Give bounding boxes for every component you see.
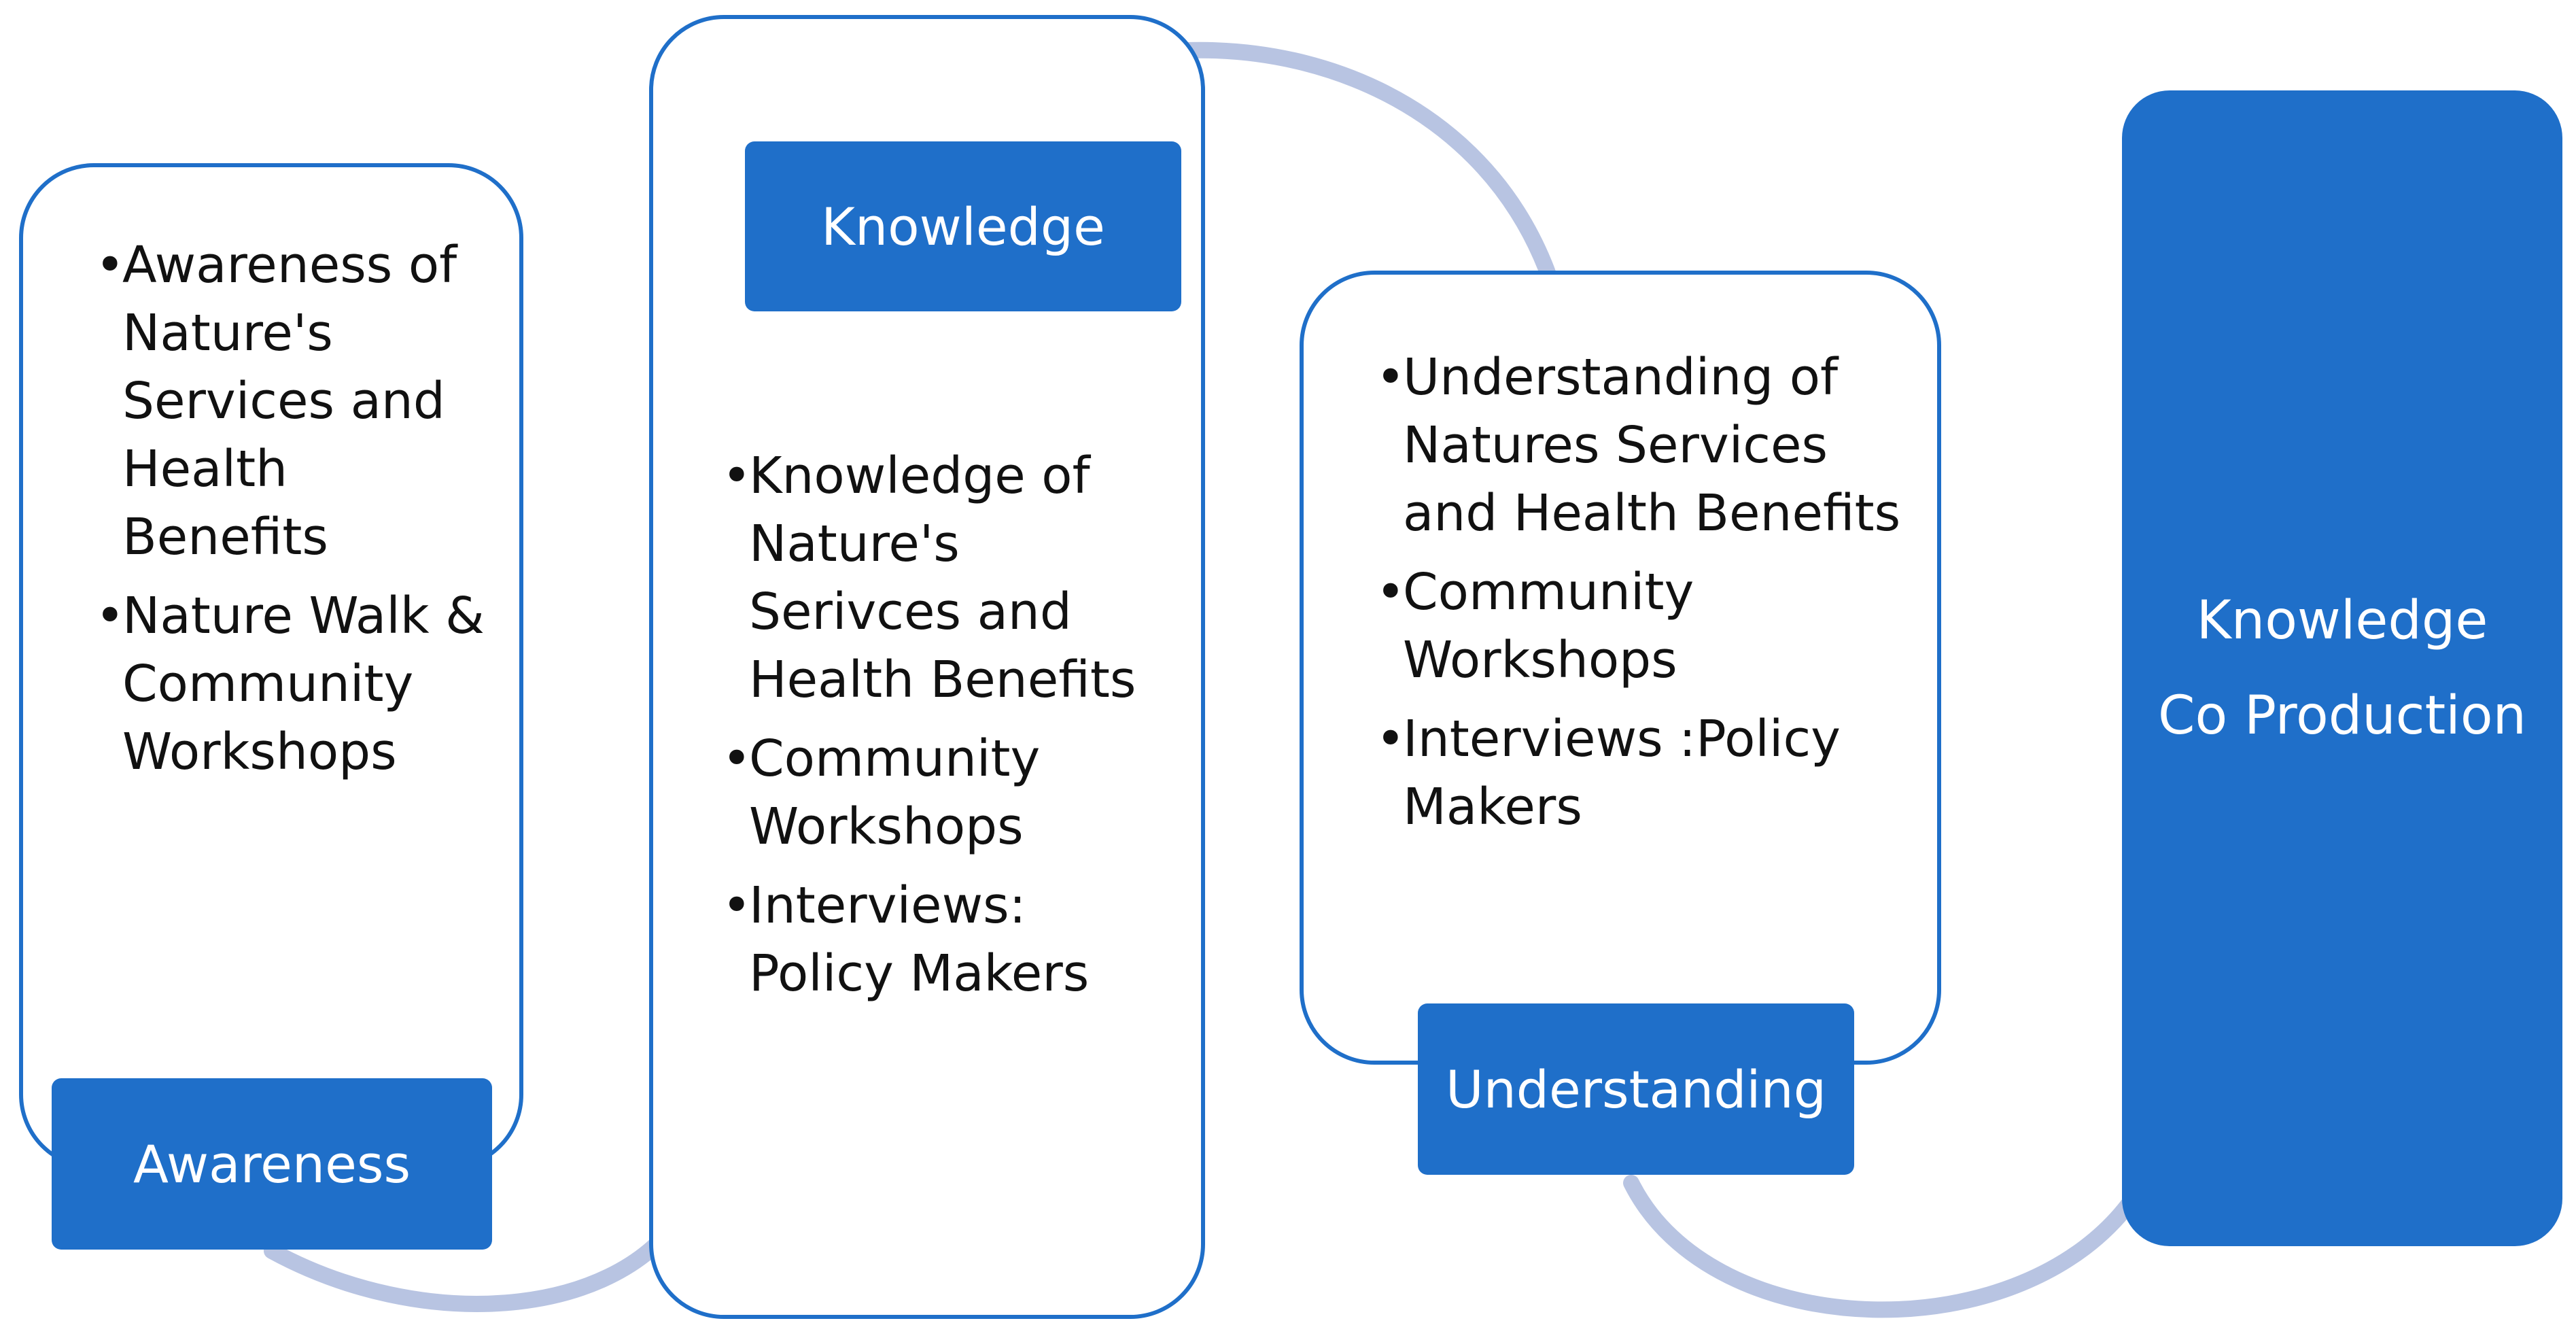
awareness-bullet-list: Awareness of Nature's Services and Healt… [95,231,503,797]
understanding-item: Interviews :Policy Makers [1376,705,1919,841]
outcome-line-1: Knowledge [2196,590,2488,651]
awareness-item: Awareness of Nature's Services and Healt… [95,231,503,571]
understanding-bullet-list: Understanding of Natures Services and He… [1376,343,1919,852]
stage-label-awareness: Awareness [52,1078,492,1250]
arc-awareness-knowledge [264,1209,688,1312]
stage-label-knowledge: Knowledge [745,141,1181,311]
stage-label-understanding: Understanding [1418,1003,1854,1175]
outcome-line-2: Co Production [2158,685,2526,746]
knowledge-item: Knowledge of Nature's Serivces and Healt… [722,442,1184,714]
outcome-box: Knowledge Co Production [2122,90,2562,1246]
understanding-item: Community Workshops [1376,558,1919,694]
knowledge-item: Interviews: Policy Makers [722,872,1184,1008]
knowledge-bullet-list: Knowledge of Nature's Serivces and Healt… [722,442,1184,1018]
knowledge-item: Community Workshops [722,725,1184,861]
awareness-item: Nature Walk & Community Workshops [95,582,503,786]
arc-understanding-outcome [1623,1175,2142,1318]
understanding-item: Understanding of Natures Services and He… [1376,343,1919,547]
